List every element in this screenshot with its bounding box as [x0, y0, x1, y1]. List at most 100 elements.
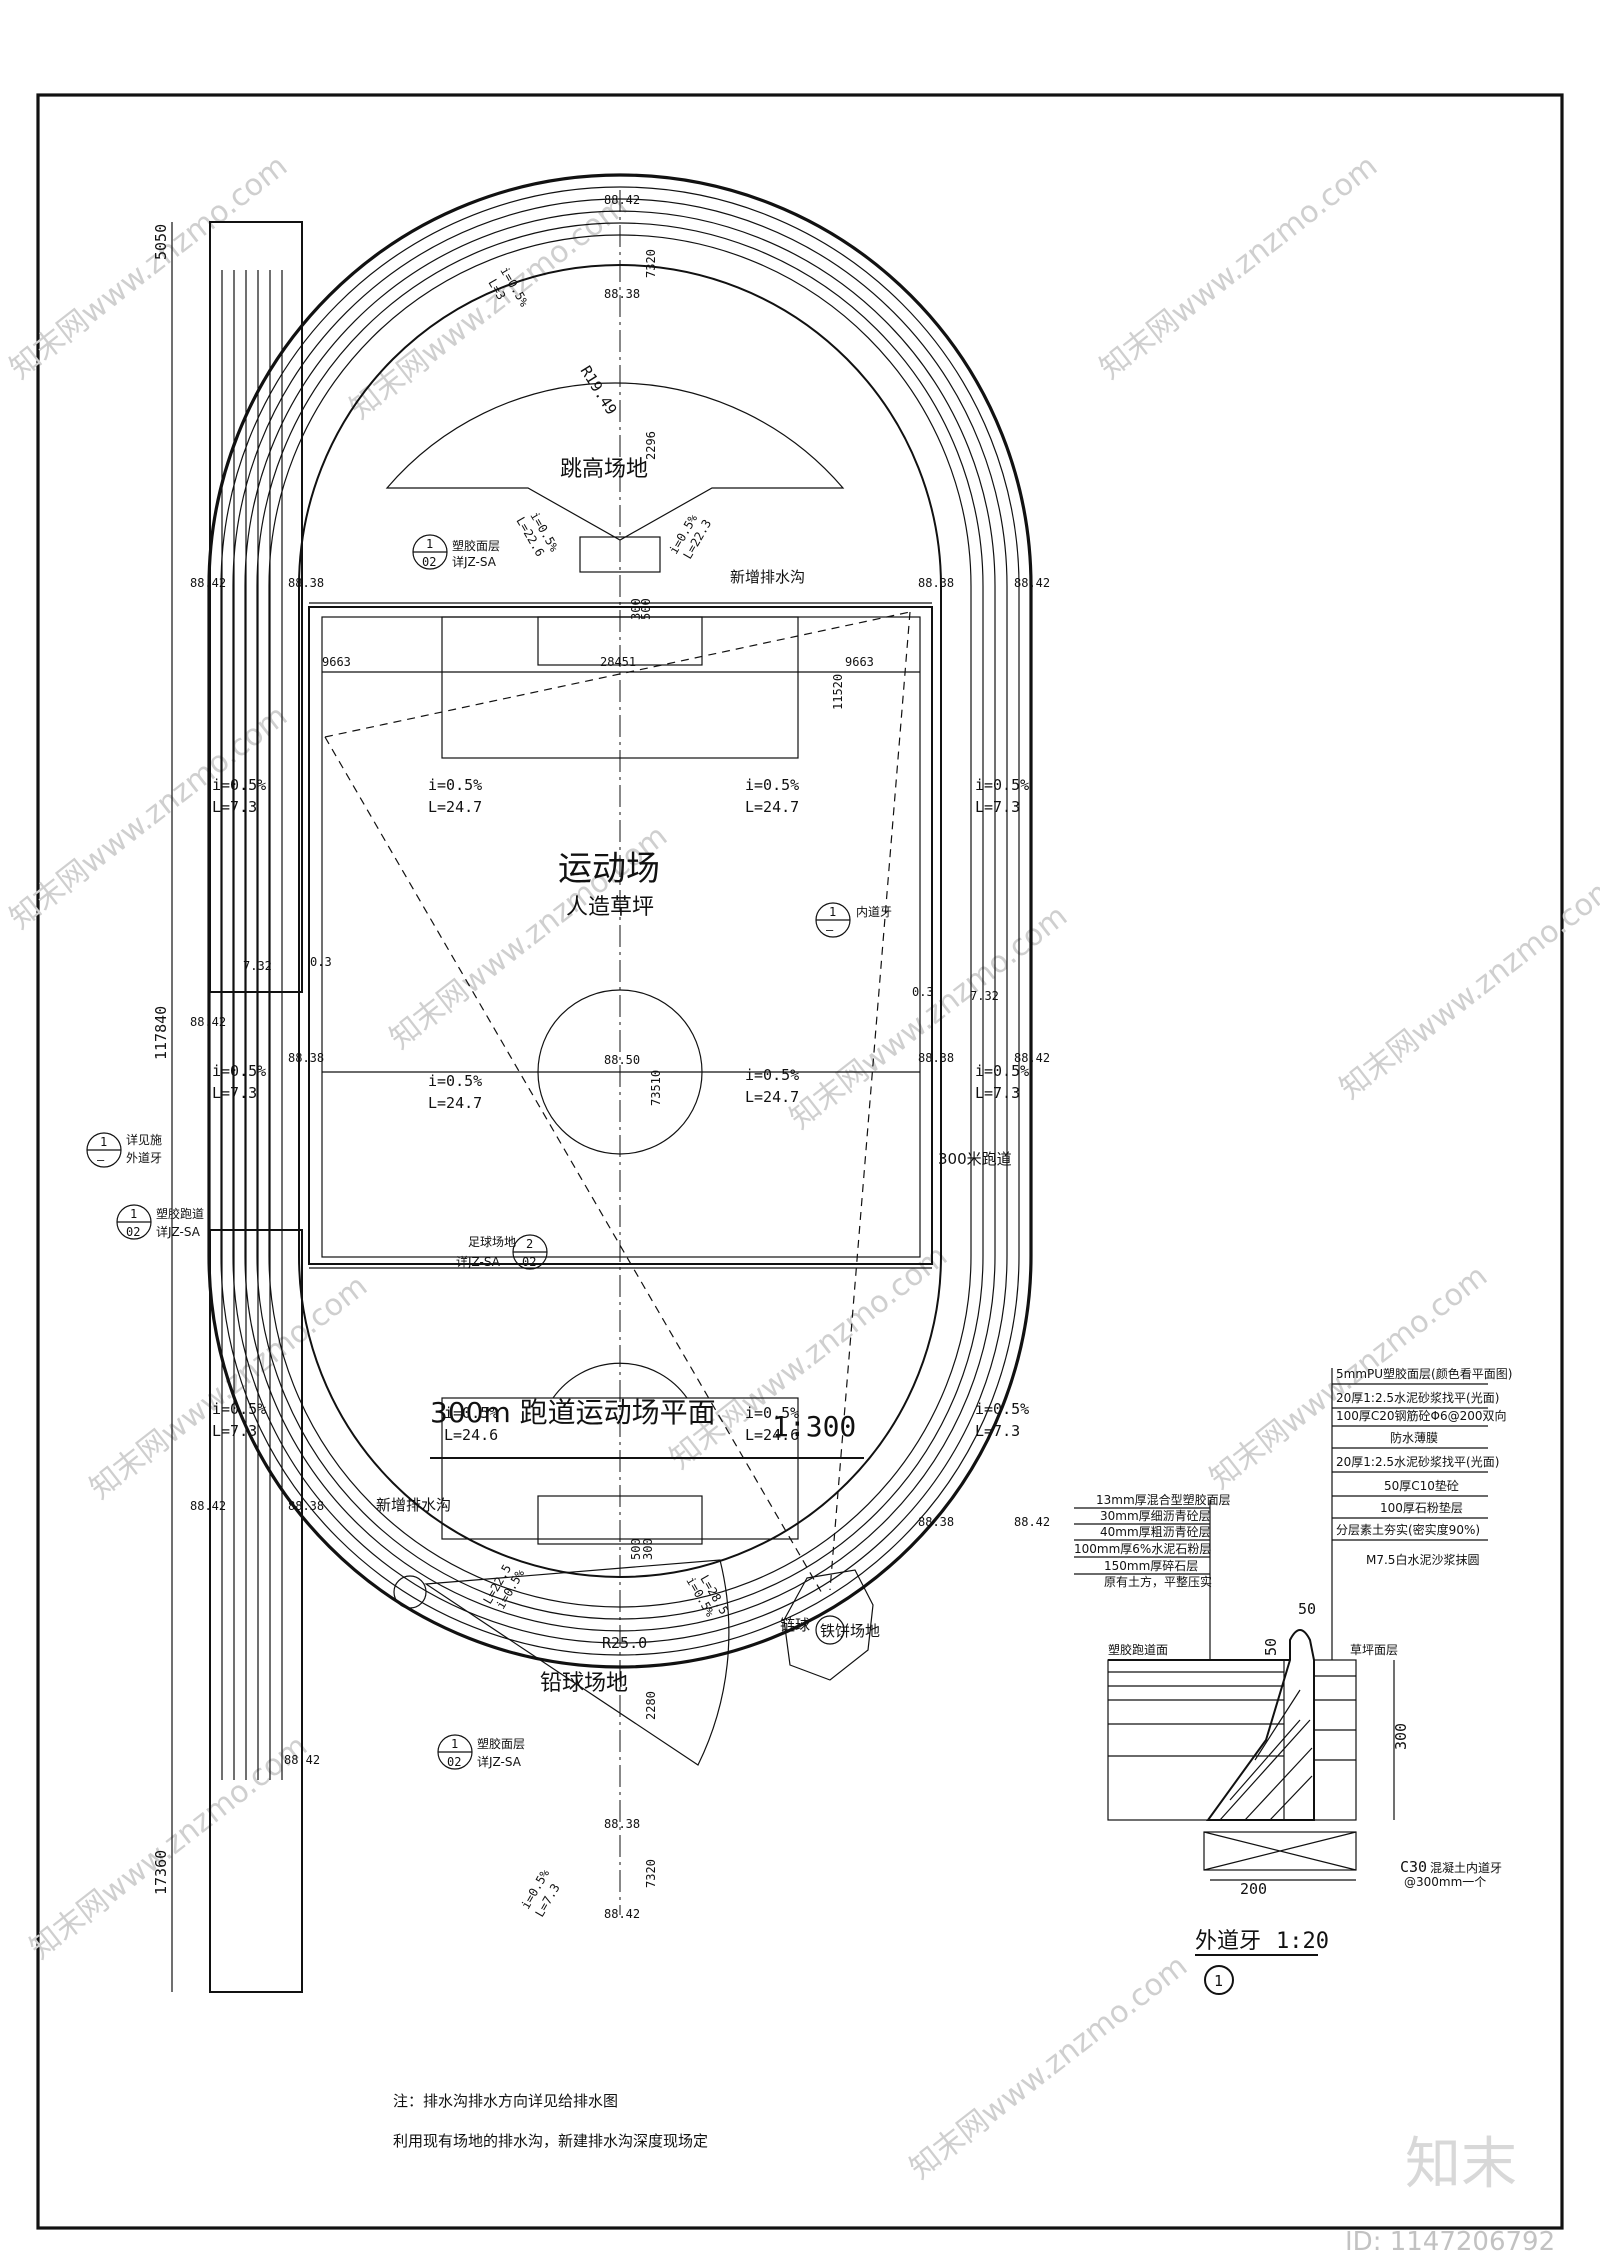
shot-put-area: 铅球场地 R25.0 链球 铁饼场地 — [393, 1559, 880, 1766]
dim-text: 300 — [641, 1538, 655, 1560]
reference-symbols: 1 02 塑胶面层 详JZ-SA 1 — 内道牙 1 — 详见施 外道牙 1 0… — [86, 534, 892, 1770]
detail-label: 混凝土内道牙 — [1430, 1860, 1502, 1875]
slope: i=0.5% — [745, 1066, 799, 1084]
detail-dim: 50 — [1298, 1600, 1316, 1618]
track-label: 300米跑道 — [938, 1150, 1012, 1168]
elevation: 88.42 — [1014, 576, 1050, 590]
elevation: 88.38 — [288, 1051, 324, 1065]
elevation: 88.42 — [604, 1907, 640, 1921]
slope: i=0.5% — [975, 776, 1029, 794]
ref-num: 2 — [526, 1237, 533, 1251]
detail-dim: 50 — [1262, 1638, 1280, 1656]
title-main: 300m 跑道运动场平面 — [430, 1396, 716, 1429]
discus-cage — [783, 1569, 874, 1681]
slope: i=0.5% — [428, 1072, 482, 1090]
track-lane-line — [220, 186, 1020, 1656]
detail-number-circle — [1204, 1965, 1234, 1995]
field-sub-label: 人造草坪 — [566, 895, 654, 920]
slope: i=0.5% — [428, 776, 482, 794]
layer-label: 40mm厚粗沥青砼层 — [1100, 1525, 1211, 1539]
high-jump-label: 跳高场地 — [560, 457, 648, 482]
ref-sheet: — — [826, 923, 834, 937]
straight-outline-lower — [209, 1229, 303, 1993]
dim-text: 0.3 — [912, 985, 934, 999]
ref-symbol: 1 02 塑胶面层 详JZ-SA — [437, 1734, 525, 1770]
slope: L=24.6 — [444, 1426, 498, 1444]
watermark-text: 知末网www.znzmo.com — [903, 1948, 1194, 2186]
slope: L=24.7 — [745, 798, 799, 816]
detail-label: 草坪面层 — [1350, 1643, 1398, 1657]
dim-text: 300 — [629, 598, 643, 620]
high-jump-pit — [579, 536, 661, 573]
watermark-text: 知末网www.znzmo.com — [3, 698, 294, 936]
elevation-marks: 88.42 88.38 88.42 88.38 88.38 88.42 88.4… — [190, 193, 1050, 1921]
track-lane-line — [232, 198, 1008, 1644]
dim-text: 7320 — [644, 1859, 658, 1888]
slope: L=7.3 — [975, 1084, 1020, 1102]
curb-detail: 5mmPU塑胶面层(颜色看平面图) 20厚1:2.5水泥砂浆找平(光面) 100… — [1074, 1366, 1512, 1995]
slope: L=24.7 — [428, 798, 482, 816]
dim-text: 11520 — [831, 674, 845, 710]
straightaway — [209, 221, 303, 1993]
ref-sheet: — — [97, 1153, 105, 1167]
elevation: 88.42 — [190, 1499, 226, 1513]
layer-label: 30mm厚细沥青砼层 — [1100, 1509, 1211, 1523]
dim-text: 2280 — [644, 1691, 658, 1720]
dim-text: 7.32 — [243, 959, 272, 973]
sector-line — [829, 611, 911, 1591]
slope: i=0.5% — [212, 1062, 266, 1080]
layer-label: 150mm厚碎石层 — [1104, 1558, 1198, 1573]
dim-text: 7320 — [644, 249, 658, 278]
elevation: 88.38 — [288, 576, 324, 590]
ref-num: 1 — [829, 905, 836, 919]
field-boundary — [308, 606, 933, 1265]
curb-stone — [1206, 1629, 1315, 1821]
ref-text: 塑胶面层 — [452, 538, 500, 553]
dim-text: 9663 — [845, 655, 874, 669]
drain-label-bottom: 新增排水沟 — [376, 1496, 451, 1514]
slope: L=24.7 — [428, 1094, 482, 1112]
note-line: 注：排水沟排水方向详见给排水图 — [393, 2092, 618, 2110]
layer-label: 100厚石粉垫层 — [1380, 1500, 1463, 1515]
elevation: 88.42 — [190, 576, 226, 590]
detail-layers-left: 13mm厚混合型塑胶面层 30mm厚细沥青砼层 40mm厚粗沥青砼层 100mm… — [1074, 1492, 1231, 1660]
dim-text: 17360 — [152, 1850, 170, 1895]
dim-text: 28451 — [600, 655, 636, 669]
dim-text: 500 — [639, 598, 653, 620]
ref-code: 详JZ-SA — [452, 554, 497, 569]
track-lane-line — [244, 210, 996, 1632]
slope: L=7.3 — [975, 798, 1020, 816]
dim-text: 0.3 — [310, 955, 332, 969]
watermark-text: 知末网www.znzmo.com — [1333, 868, 1600, 1106]
discus-label: 铁饼场地 — [820, 1622, 880, 1640]
track-lane-line — [256, 222, 984, 1620]
elevation: 88.38 — [918, 1515, 954, 1529]
drawing-title: 300m 跑道运动场平面 1:300 — [430, 1396, 864, 1459]
elevation: 88.42 — [1014, 1051, 1050, 1065]
slope: i=0.5% — [212, 776, 266, 794]
layer-label: 分层素土夯实(密实度90%) — [1336, 1522, 1480, 1537]
ref-sheet: 02 — [447, 1755, 461, 1769]
dim-text: 2296 — [644, 431, 658, 460]
slope: i=0.5% — [212, 1400, 266, 1418]
layer-label: 防水薄膜 — [1390, 1430, 1438, 1445]
ref-symbol: 2 02 足球场地 详JZ-SA — [456, 1234, 548, 1270]
elevation: 88.42 — [284, 1753, 320, 1767]
id-watermark: ID: 1147206792 — [1345, 2227, 1555, 2257]
straight-outline — [209, 221, 303, 993]
layer-label: 20厚1:2.5水泥砂浆找平(光面) — [1336, 1390, 1499, 1405]
elevation: 88.50 — [604, 1053, 640, 1067]
elevation: 88.42 — [604, 193, 640, 207]
ref-text: 塑胶面层 — [477, 1736, 525, 1751]
detail-base — [1203, 1831, 1357, 1871]
field-label: 运动场 — [558, 849, 660, 889]
curb-hatch — [1219, 1689, 1313, 1821]
ref-num: 1 — [426, 537, 433, 551]
elevation: 88.38 — [604, 1817, 640, 1831]
ref-num: 1 — [130, 1207, 137, 1221]
detail-ground-layers-left — [1107, 1659, 1285, 1821]
layer-label: 100mm厚6%水泥石粉层 — [1074, 1542, 1211, 1556]
ref-text: 外道牙 — [126, 1151, 162, 1165]
throwing-sector — [324, 611, 911, 1596]
slope: L=7.3 — [212, 798, 257, 816]
